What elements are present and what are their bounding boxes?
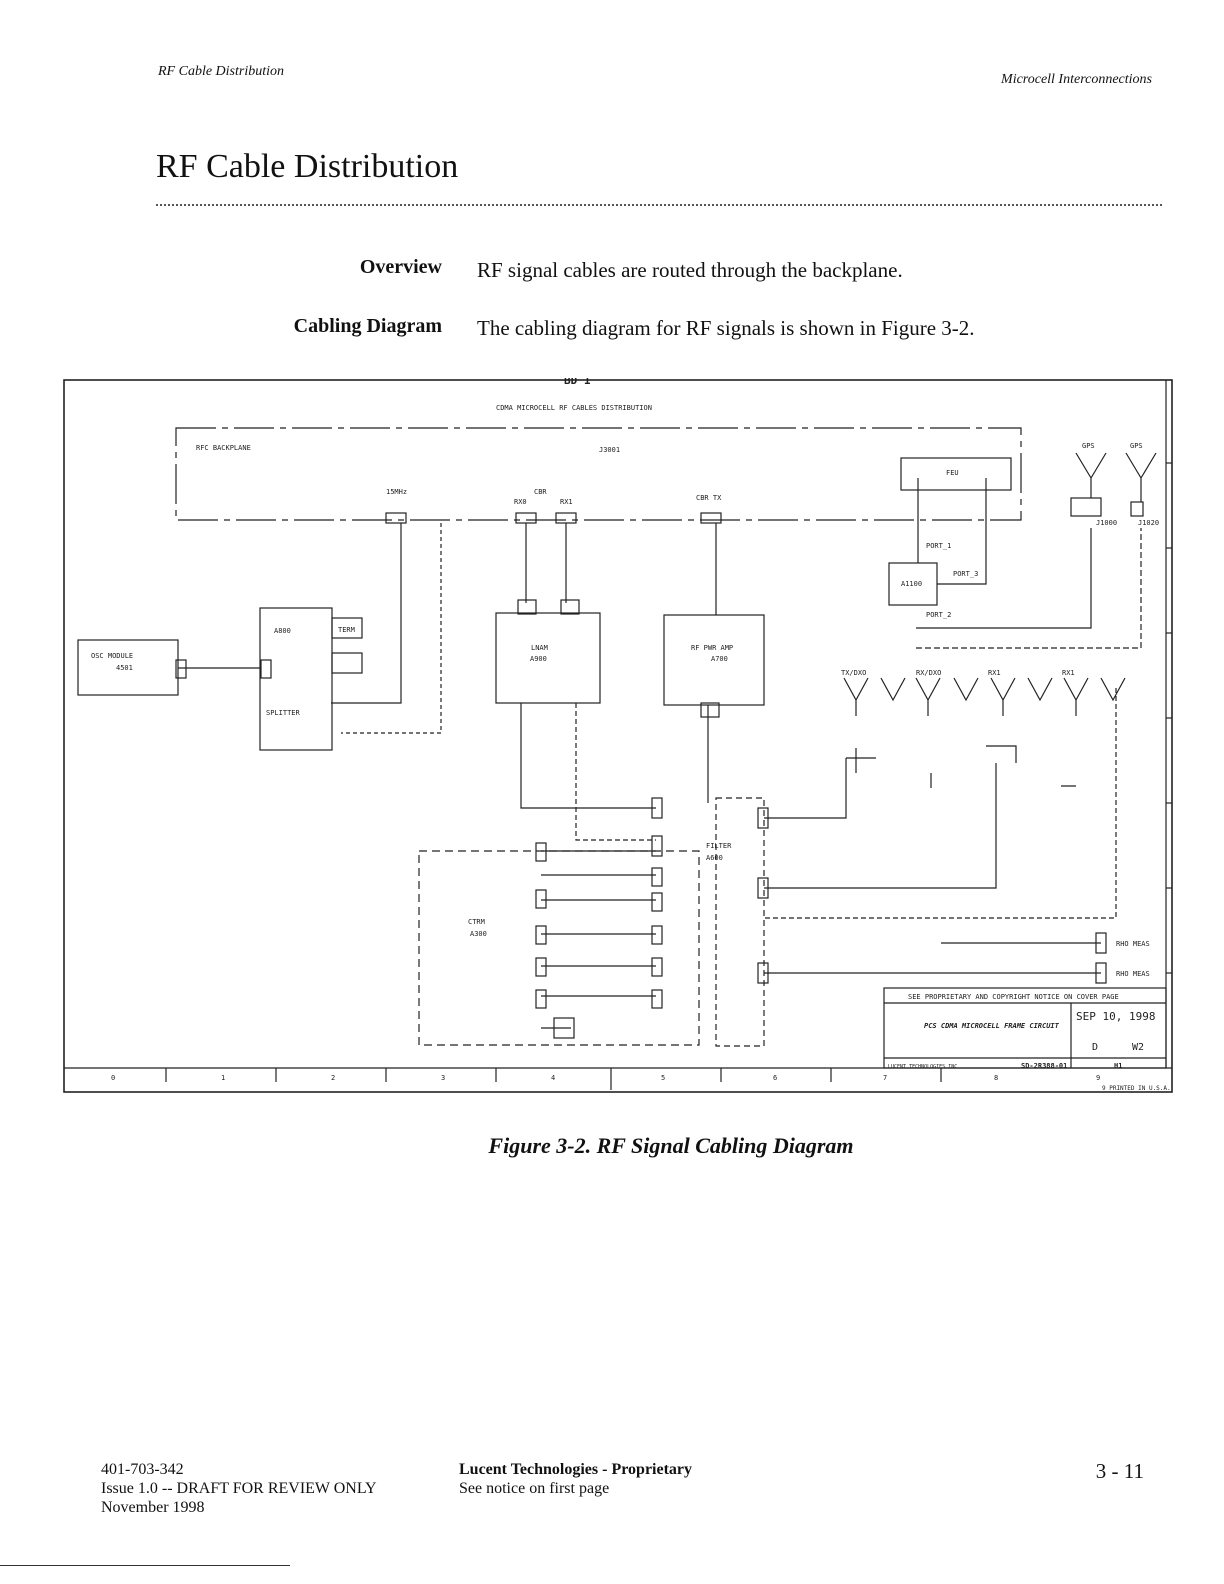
page-title: RF Cable Distribution (156, 148, 459, 185)
figure-caption: Figure 3-2. RF Signal Cabling Diagram (488, 1133, 854, 1158)
sheet-id: BD 1 (564, 378, 591, 387)
rx1-label: RX1 (560, 498, 573, 506)
gps-label-2: GPS (1130, 442, 1143, 450)
filter-label: FILTER (706, 842, 732, 850)
footer-company: Lucent Technologies - Proprietary (459, 1461, 693, 1478)
sheet-title: CDMA MICROCELL RF CABLES DISTRIBUTION (496, 404, 652, 412)
col-label-0: 0 (111, 1074, 115, 1082)
cbr-label: CBR (534, 488, 547, 496)
splitter-ref: A800 (274, 627, 291, 635)
lnam-label: LNAM (531, 644, 548, 652)
port2-label: PORT_2 (926, 611, 951, 619)
col-label-1: 1 (221, 1074, 225, 1082)
port1-label: PORT_1 (926, 542, 951, 550)
col-label-8: 8 (994, 1074, 998, 1082)
drawing-sheet: W2 (1132, 1042, 1144, 1053)
osc-ref: 4501 (116, 664, 133, 672)
osc-module-label: OSC MODULE (91, 652, 133, 660)
cabling-diagram-term: Cabling Diagram (293, 315, 442, 337)
drawing-rev: D (1092, 1042, 1098, 1053)
notice-box: SEE PROPRIETARY AND COPYRIGHT NOTICE ON … (908, 993, 1119, 1001)
j3001-label: J3001 (599, 446, 620, 454)
15mhz-label: 15MHz (386, 488, 407, 496)
footer-date: November 1998 (101, 1499, 205, 1516)
col-label-7: 7 (883, 1074, 887, 1082)
drawing-date: SEP 10, 1998 (1076, 1010, 1155, 1023)
term-label: TERM (338, 626, 355, 634)
footer-left: 401-703-342 Issue 1.0 -- DRAFT FOR REVIE… (101, 1460, 377, 1517)
footer-center: Lucent Technologies - Proprietary See no… (459, 1460, 692, 1498)
antenna-rxdxo-label: RX/DXO (916, 669, 941, 677)
splitter-label: SPLITTER (266, 709, 301, 717)
rf-pwr-amp-label: RF PWR AMP (691, 644, 733, 652)
a1100-label: A1100 (901, 580, 922, 588)
running-header-right: Microcell Interconnections (1001, 72, 1152, 87)
col-label-3: 3 (441, 1074, 445, 1082)
col-label-4: 4 (551, 1074, 555, 1082)
overview-term: Overview (359, 256, 442, 278)
antenna-rx1b-label: RX1 (1062, 669, 1075, 677)
overview-text: RF signal cables are routed through the … (477, 258, 903, 282)
rf-pwr-amp-ref: A700 (711, 655, 728, 663)
j1020-label: J1020 (1138, 519, 1159, 527)
j1000-label: J1000 (1096, 519, 1117, 527)
backplane-label: RFC BACKPLANE (196, 444, 251, 452)
title-divider (156, 204, 1162, 206)
port3-label: PORT_3 (953, 570, 978, 578)
col-label-5: 5 (661, 1074, 665, 1082)
company-label: LUCENT TECHNOLOGIES INC (888, 1064, 957, 1070)
feu-label: FEU (946, 469, 959, 477)
printed-label: 9 PRINTED IN U.S.A. (1102, 1085, 1171, 1092)
gps-label-1: GPS (1082, 442, 1095, 450)
col-label-6: 6 (773, 1074, 777, 1082)
rho-meas-label-2: RHO MEAS (1116, 970, 1150, 978)
col-label-9: 9 (1096, 1074, 1100, 1082)
rho-meas-label-1: RHO MEAS (1116, 940, 1150, 948)
lnam-ref: A900 (530, 655, 547, 663)
drawing-number: SD-2R388-01 (1021, 1062, 1067, 1070)
page-number: 3 - 11 (1095, 1459, 1144, 1483)
cbr-tx-label: CBR TX (696, 494, 722, 502)
footer-issue: Issue 1.0 -- DRAFT FOR REVIEW ONLY (101, 1480, 377, 1497)
ctrm-ref: A300 (470, 930, 487, 938)
footer-doc-number: 401-703-342 (101, 1461, 184, 1478)
title-block: PCS CDMA MICROCELL FRAME CIRCUIT (924, 1022, 1060, 1030)
footer-notice: See notice on first page (459, 1480, 610, 1497)
antenna-tx-label: TX/DXO (841, 669, 866, 677)
ctrm-label: CTRM (468, 918, 485, 926)
antenna-rx1-label: RX1 (988, 669, 1001, 677)
filter-ref: A600 (706, 854, 723, 862)
rx0-label: RX0 (514, 498, 527, 506)
col-label-2: 2 (331, 1074, 335, 1082)
running-header-left: RF Cable Distribution (158, 64, 284, 79)
rf-cabling-diagram: BD 1 CDMA MICROCELL RF CABLES DISTRIBUTI… (63, 378, 1173, 1093)
drawing-size: H1 (1114, 1062, 1122, 1070)
footer-divider (0, 1565, 290, 1566)
cabling-diagram-text: The cabling diagram for RF signals is sh… (477, 316, 975, 340)
